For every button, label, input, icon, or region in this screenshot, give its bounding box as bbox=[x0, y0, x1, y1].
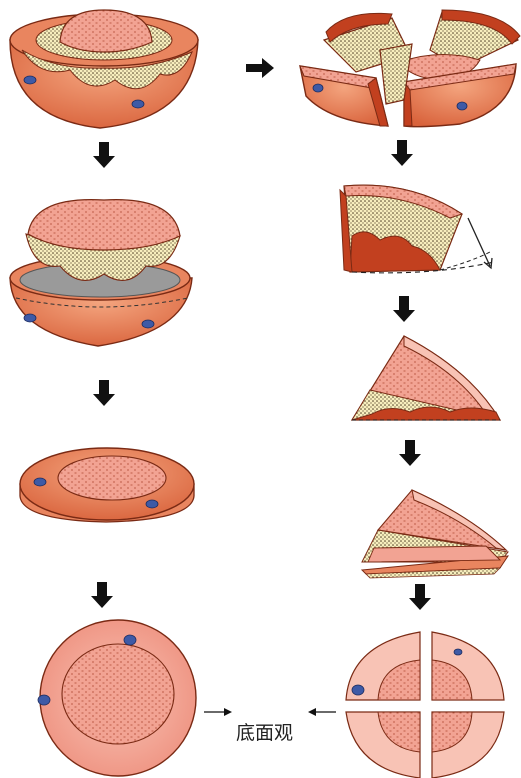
four-quadrants bbox=[346, 632, 504, 778]
thin-left-arrow-icon bbox=[308, 708, 336, 716]
blue-dot bbox=[313, 84, 323, 92]
black-right-arrow-icon bbox=[246, 58, 274, 78]
black-down-arrow-icon bbox=[391, 140, 413, 166]
blue-dot bbox=[142, 320, 154, 328]
blue-dot bbox=[454, 649, 462, 655]
blue-dot bbox=[124, 635, 136, 645]
thin-right-arrow-icon bbox=[204, 708, 232, 716]
rotation-arrow-icon bbox=[468, 218, 490, 266]
black-down-arrow-icon bbox=[93, 142, 115, 168]
black-down-arrow-icon bbox=[93, 380, 115, 406]
blue-dot bbox=[38, 695, 50, 705]
blue-dot bbox=[146, 500, 158, 508]
black-down-arrow-icon bbox=[399, 440, 421, 466]
blue-dot bbox=[34, 478, 46, 486]
separated-cap-and-bowl bbox=[10, 200, 192, 346]
blue-dot bbox=[132, 100, 144, 108]
blue-dot bbox=[24, 314, 36, 322]
single-wedge-rotating bbox=[340, 185, 494, 273]
wedge-lying bbox=[352, 336, 500, 420]
bottom-view-caption: 底面观 bbox=[236, 718, 293, 745]
flattened-wedge bbox=[362, 490, 508, 578]
black-down-arrow-icon bbox=[91, 582, 113, 608]
quartered-hemisphere bbox=[300, 10, 520, 127]
black-down-arrow-icon bbox=[409, 584, 431, 610]
blue-dot bbox=[457, 102, 467, 110]
black-down-arrow-icon bbox=[393, 296, 415, 322]
flat-disc bbox=[20, 448, 194, 522]
blue-dot bbox=[24, 76, 36, 84]
blue-dot bbox=[352, 685, 364, 695]
hemisphere-with-cap bbox=[10, 10, 198, 128]
bottom-view-circle bbox=[38, 620, 196, 776]
